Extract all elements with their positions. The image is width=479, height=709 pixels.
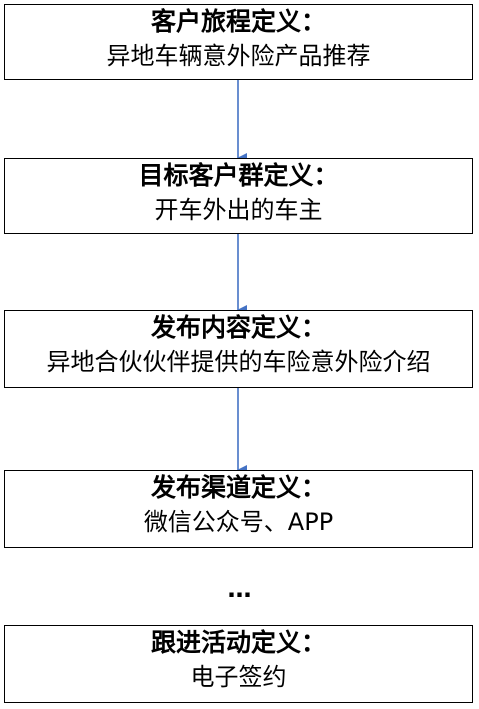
step-title: 目标客户群定义： xyxy=(138,161,339,190)
step-body: 开车外出的车主 xyxy=(154,196,323,224)
step-box-customer-journey: 客户旅程定义： 异地车辆意外险产品推荐 xyxy=(4,4,473,80)
step-body: 微信公众号、APP xyxy=(143,508,334,536)
step-title: 发布内容定义： xyxy=(150,313,326,342)
step-body: 异地车辆意外险产品推荐 xyxy=(106,42,371,70)
step-title: 客户旅程定义： xyxy=(150,7,326,36)
step-box-channels: 发布渠道定义： 微信公众号、APP xyxy=(4,470,473,548)
step-box-content: 发布内容定义： 异地合伙伙伴提供的车险意外险介绍 xyxy=(4,310,473,388)
step-box-target-customers: 目标客户群定义： 开车外出的车主 xyxy=(4,158,473,234)
ellipsis-separator: … xyxy=(227,575,252,603)
step-title: 发布渠道定义： xyxy=(150,473,326,502)
step-box-follow-up: 跟进活动定义： 电子签约 xyxy=(4,625,473,703)
step-body: 电子签约 xyxy=(190,663,287,691)
step-body: 异地合伙伙伴提供的车险意外险介绍 xyxy=(46,348,431,376)
step-title: 跟进活动定义： xyxy=(150,628,326,657)
